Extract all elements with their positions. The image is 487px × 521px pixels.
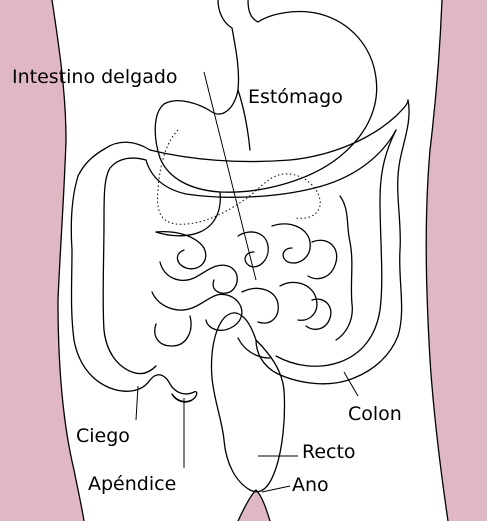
stomach-inner-fold bbox=[237, 89, 251, 151]
label-stomach: Estómago bbox=[248, 86, 343, 108]
label-colon: Colon bbox=[348, 403, 402, 425]
leader-cecum bbox=[135, 385, 139, 421]
descending-colon-inner bbox=[275, 129, 397, 367]
appendix bbox=[171, 393, 193, 403]
pelvis-outline bbox=[237, 489, 271, 521]
esophagus bbox=[217, 0, 259, 29]
leader-anus bbox=[261, 485, 291, 493]
leader-small-intestine bbox=[203, 71, 257, 281]
ascending-colon bbox=[70, 141, 198, 403]
left-body-outline bbox=[51, 0, 85, 521]
small-intestine-coils bbox=[151, 223, 338, 347]
label-rectum: Recto bbox=[302, 441, 356, 463]
left-skin bbox=[0, 0, 84, 521]
label-cecum: Ciego bbox=[76, 425, 130, 447]
label-anus: Ano bbox=[292, 474, 329, 496]
rectum bbox=[210, 312, 286, 493]
ascending-colon-inner bbox=[102, 157, 157, 375]
leader-colon bbox=[343, 371, 359, 397]
transverse-colon bbox=[149, 99, 409, 163]
pelvis-skin bbox=[238, 490, 270, 521]
transverse-colon-inner bbox=[145, 129, 397, 198]
colon-haustra bbox=[335, 195, 353, 341]
label-appendix: Apéndice bbox=[88, 473, 176, 495]
rectum-fold bbox=[237, 337, 271, 359]
right-skin bbox=[426, 0, 487, 521]
descending-colon bbox=[255, 99, 410, 385]
label-small-intestine: Intestino delgado bbox=[12, 66, 178, 88]
right-body-outline bbox=[425, 0, 449, 521]
pancreas-dotted bbox=[157, 129, 321, 225]
duodenum bbox=[155, 191, 221, 237]
